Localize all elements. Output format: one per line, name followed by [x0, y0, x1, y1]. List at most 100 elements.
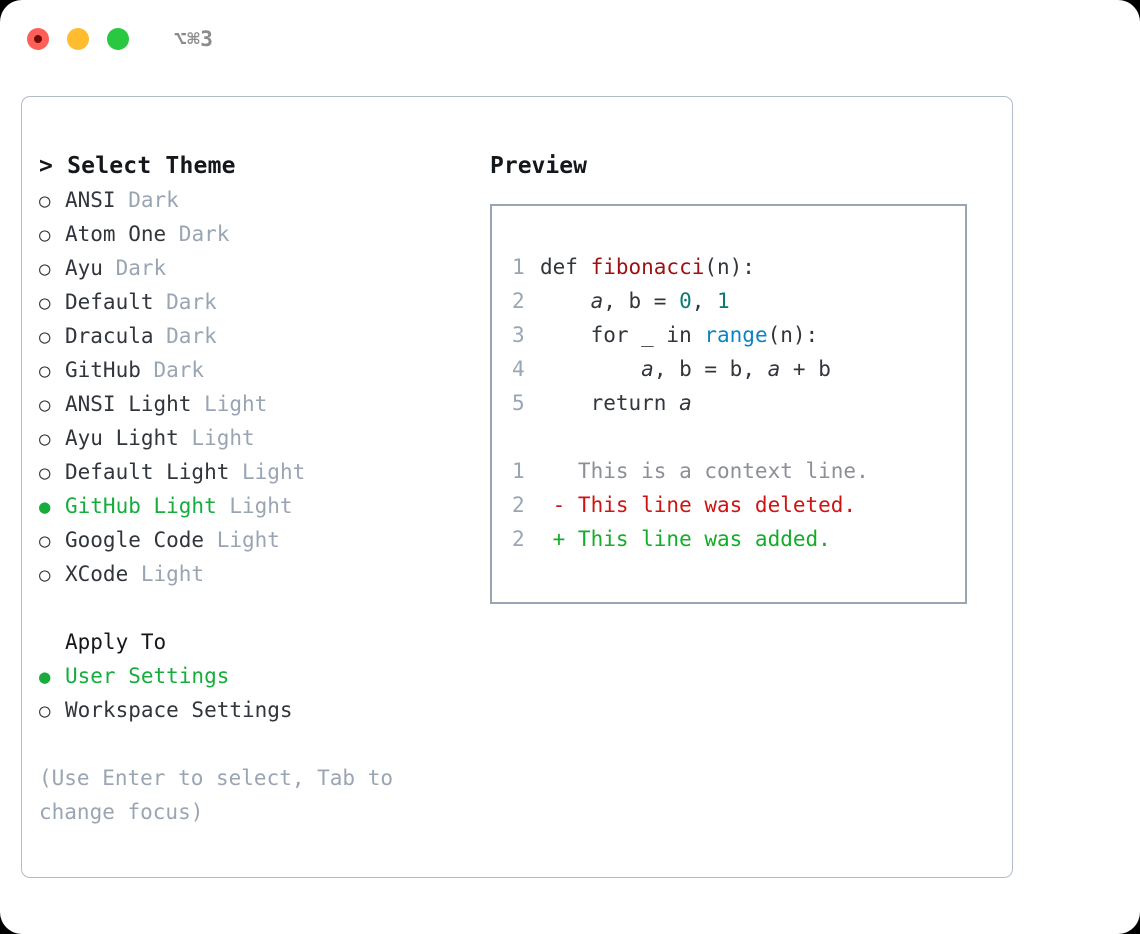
diff-line: 2 + This line was added. — [512, 522, 965, 556]
theme-list-item[interactable]: ○Default Light Light — [39, 455, 502, 489]
code-line: 3 for _ in range(n): — [512, 318, 965, 352]
theme-name-label: Dracula — [65, 324, 154, 348]
theme-category-label: Dark — [140, 358, 205, 382]
theme-list-item[interactable]: ○ Atom One Dark — [39, 217, 502, 251]
theme-list-item[interactable]: ○ Dracula Dark — [39, 319, 502, 353]
keyboard-hint-text: (Use Enter to select, Tab to change focu… — [39, 766, 394, 824]
theme-name-label: GitHub Light — [65, 494, 217, 518]
theme-category-label: Light — [191, 392, 268, 416]
theme-list-item[interactable]: ○Default Dark — [39, 285, 502, 319]
theme-list-item[interactable]: ○ANSI Dark — [39, 183, 502, 217]
code-line: 2 a, b = 0, 1 — [512, 284, 965, 318]
token-plain: (n): — [767, 323, 819, 347]
theme-list-item[interactable]: ● GitHub Light Light — [39, 489, 502, 523]
radio-unselected-icon: ○ — [39, 428, 51, 450]
close-icon[interactable] — [27, 28, 49, 50]
theme-name-label: Google Code — [65, 528, 205, 552]
theme-category-label: Dark — [153, 324, 217, 348]
apply-to-list[interactable]: ● User Settings ○ Workspace Settings — [39, 659, 502, 727]
token-plain: def — [540, 255, 591, 279]
token-variable: a — [641, 357, 654, 381]
main-panel: > Select Theme ○ANSI Dark○Atom One Dark○… — [21, 96, 1013, 878]
theme-list-item[interactable]: ○ XCode Light — [39, 557, 502, 591]
line-number: 2 — [512, 527, 525, 551]
theme-name-label: Atom One — [65, 222, 167, 246]
token-plain: return — [590, 391, 680, 415]
theme-list[interactable]: ○ANSI Dark○Atom One Dark○Ayu Dark○Defaul… — [39, 183, 502, 591]
theme-list-item[interactable]: ○Google Code Light — [39, 523, 502, 557]
theme-name-label: ANSI Light — [65, 392, 192, 416]
theme-list-item[interactable]: ○Ayu Dark — [39, 251, 502, 285]
token-number: 1 — [717, 289, 730, 313]
apply-to-label: User Settings — [65, 664, 230, 688]
diff-text: This is a context line. — [540, 459, 869, 483]
theme-name-label: GitHub — [65, 358, 141, 382]
code-line: 1 def fibonacci(n): — [512, 250, 965, 284]
radio-unselected-icon: ○ — [39, 224, 51, 246]
minimize-icon[interactable] — [67, 28, 89, 50]
theme-name-label: Default — [65, 290, 154, 314]
theme-category-label: Light — [128, 562, 205, 586]
line-number: 1 — [512, 255, 525, 279]
theme-name-label: Default Light — [65, 460, 230, 484]
traffic-lights — [27, 28, 129, 50]
token-plain: , b = — [603, 289, 680, 313]
theme-name-label: Ayu Light — [65, 426, 179, 450]
theme-name-label: Ayu — [65, 256, 103, 280]
line-number: 1 — [512, 459, 525, 483]
diff-text: + This line was added. — [540, 527, 831, 551]
token-number: 0 — [679, 289, 692, 313]
radio-unselected-icon: ○ — [39, 530, 51, 552]
theme-category-label: Light — [178, 426, 255, 450]
line-number: 5 — [512, 391, 525, 415]
maximize-icon[interactable] — [107, 28, 129, 50]
token-variable: a — [767, 357, 781, 381]
radio-unselected-icon: ○ — [39, 700, 51, 722]
radio-unselected-icon: ○ — [39, 360, 51, 382]
theme-category-label: Light — [216, 494, 293, 518]
theme-name-label: XCode — [65, 562, 129, 586]
apply-to-label: Workspace Settings — [65, 698, 293, 722]
token-plain: (n): — [704, 255, 755, 279]
theme-name-label: ANSI — [65, 188, 116, 212]
token-function: fibonacci — [590, 255, 705, 279]
theme-category-label: Dark — [102, 256, 167, 280]
theme-list-item[interactable]: ○ ANSI Light Light — [39, 387, 502, 421]
line-number: 2 — [512, 289, 525, 313]
theme-picker-pane: > Select Theme ○ANSI Dark○Atom One Dark○… — [22, 97, 502, 877]
token-variable: a — [679, 391, 692, 415]
diff-line: 1 This is a context line. — [512, 454, 965, 488]
preview-heading: Preview — [490, 153, 587, 179]
theme-category-label: Dark — [166, 222, 230, 246]
theme-list-item[interactable]: ○ Ayu Light Light — [39, 421, 502, 455]
theme-category-label: Dark — [153, 290, 217, 314]
diff-line: 2 - This line was deleted. — [512, 488, 965, 522]
apply-to-option[interactable]: ● User Settings — [39, 659, 502, 693]
token-call: range — [704, 323, 768, 347]
line-number: 2 — [512, 493, 525, 517]
radio-selected-icon: ● — [39, 496, 51, 518]
token-variable: a — [590, 289, 604, 313]
theme-category-label: Light — [229, 460, 306, 484]
token-plain: + b — [780, 357, 831, 381]
radio-unselected-icon: ○ — [39, 564, 51, 586]
apply-to-option[interactable]: ○ Workspace Settings — [39, 693, 502, 727]
keyboard-shortcut-label: ⌥⌘3 — [174, 27, 214, 51]
theme-category-label: Dark — [115, 188, 179, 212]
diff-text: - This line was deleted. — [540, 493, 857, 517]
select-theme-heading: > Select Theme — [39, 153, 236, 179]
theme-list-item[interactable]: ○ GitHub Dark — [39, 353, 502, 387]
radio-unselected-icon: ○ — [39, 326, 51, 348]
line-number: 3 — [512, 323, 525, 347]
code-line: 5 return a — [512, 386, 965, 420]
radio-selected-icon: ● — [39, 666, 51, 688]
title-bar: ⌥⌘3 — [0, 0, 1140, 78]
token-plain: for _ in — [590, 323, 705, 347]
radio-unselected-icon: ○ — [39, 394, 51, 416]
line-number: 4 — [512, 357, 525, 381]
apply-to-heading: Apply To — [65, 630, 167, 654]
